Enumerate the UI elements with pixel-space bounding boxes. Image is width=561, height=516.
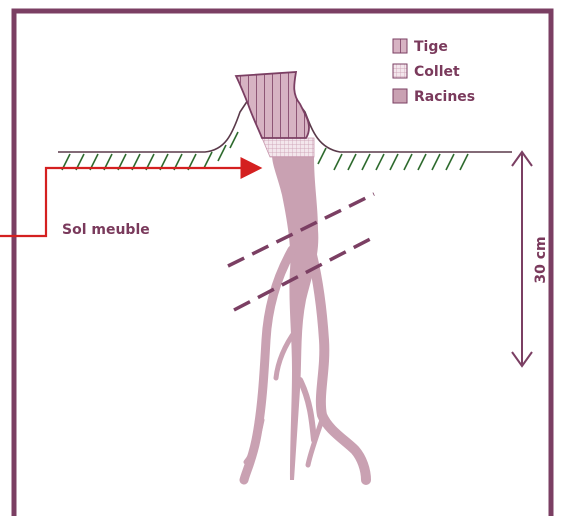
legend-swatch-collet	[393, 64, 407, 78]
depth-label: 30 cm	[533, 236, 549, 283]
legend-swatch-racines	[393, 89, 407, 103]
collet	[262, 138, 314, 157]
legend-label-racines: Racines	[414, 89, 475, 105]
legend-swatch-tige	[393, 39, 407, 53]
legend-label-tige: Tige	[414, 39, 448, 55]
legend-label-collet: Collet	[414, 64, 460, 80]
soil-label: Sol meuble	[62, 222, 150, 238]
